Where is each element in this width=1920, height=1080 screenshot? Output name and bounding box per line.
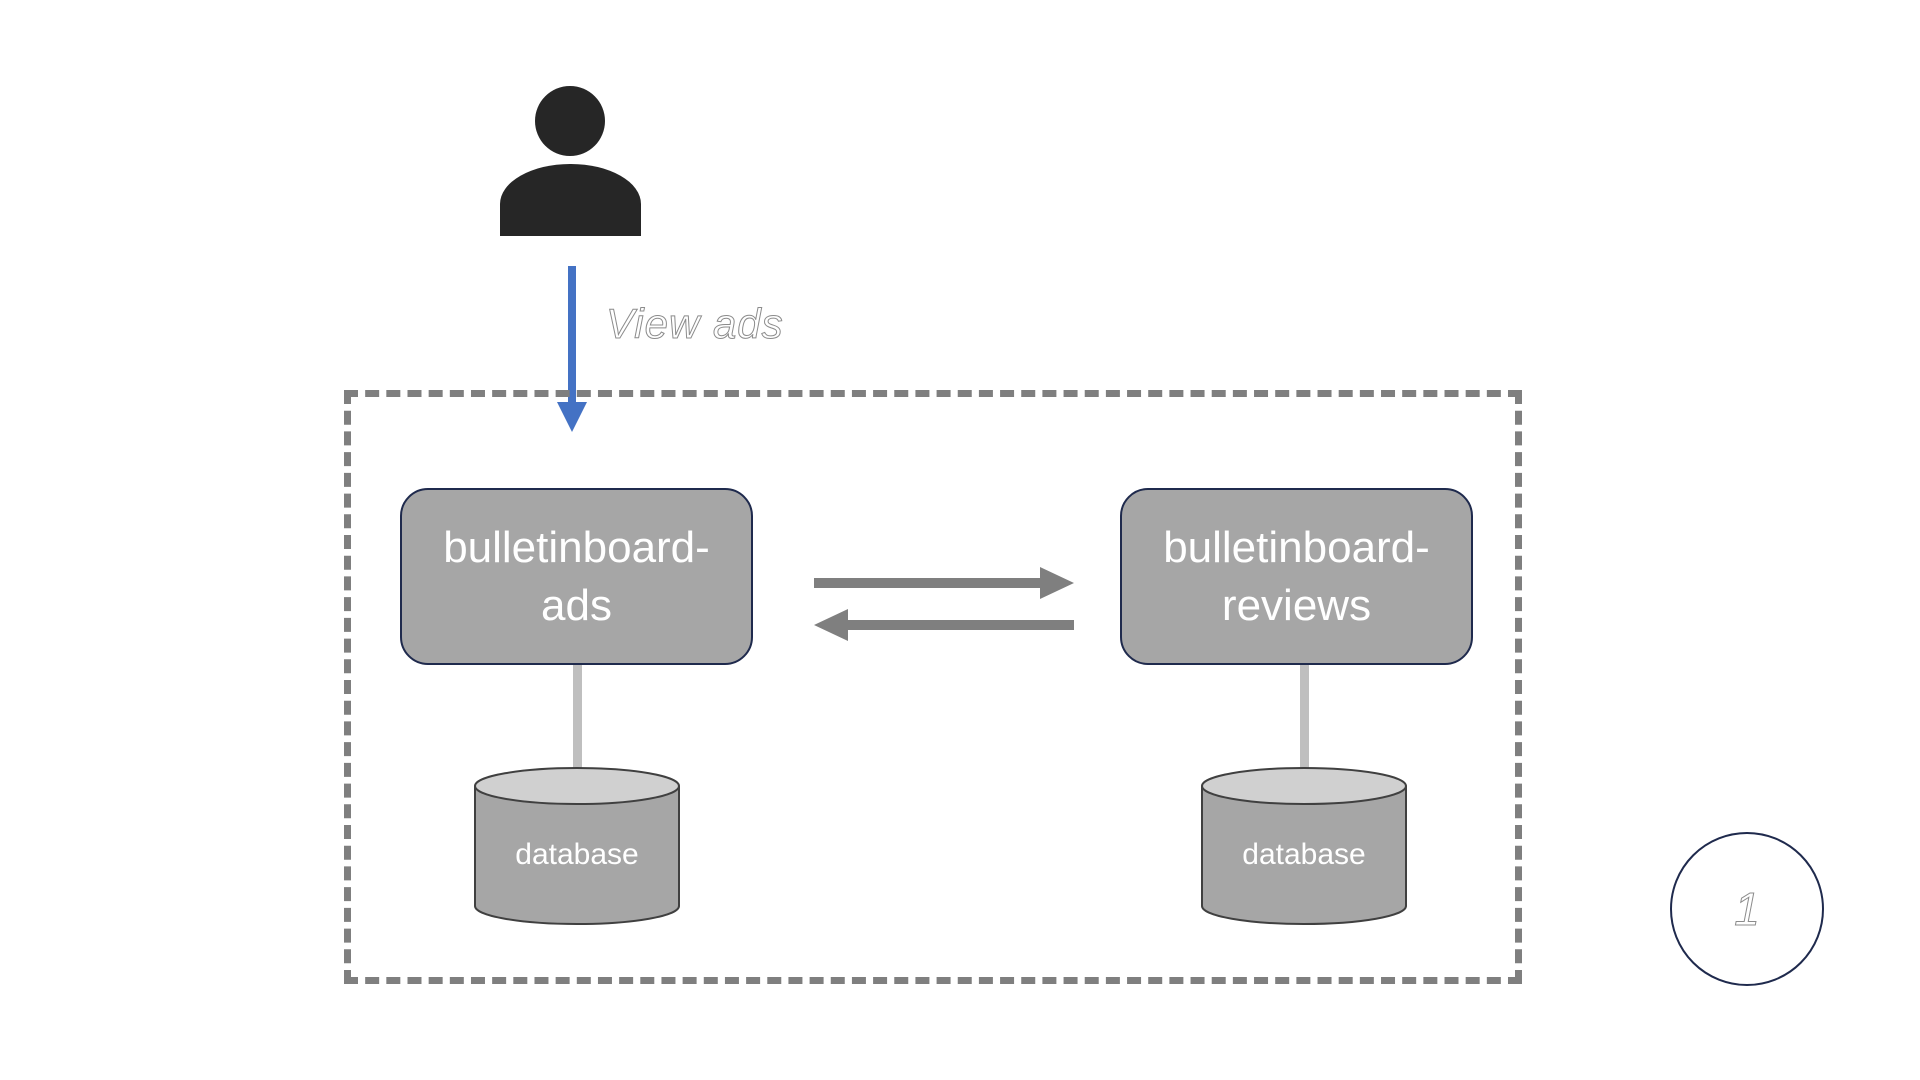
system-boundary: [344, 390, 1522, 984]
ads-database: database: [472, 766, 682, 926]
ads-database-label: database: [515, 838, 639, 871]
arrow-ads-to-reviews: [814, 567, 1074, 599]
person-icon: [500, 86, 641, 236]
person-head: [535, 86, 605, 156]
service-reviews-box: bulletinboard-reviews: [1120, 488, 1473, 665]
service-ads-box: bulletinboard-ads: [400, 488, 753, 665]
ads-db-connector: [573, 665, 582, 773]
request-label: View ads: [606, 300, 784, 348]
reviews-database-label: database: [1242, 838, 1366, 871]
step-number: 1: [1734, 883, 1761, 936]
database-cylinder-icon: [1201, 767, 1407, 925]
request-arrow: [557, 266, 587, 432]
reviews-database: database: [1199, 766, 1409, 926]
person-body: [500, 164, 641, 236]
reviews-db-connector: [1300, 665, 1309, 773]
arrow-reviews-to-ads: [814, 609, 1074, 641]
service-reviews-label: bulletinboard-reviews: [1163, 522, 1430, 630]
step-indicator: 1: [1670, 832, 1824, 986]
bidirectional-arrows: [814, 567, 1074, 641]
service-ads-label: bulletinboard-ads: [443, 522, 710, 630]
database-cylinder-icon: [474, 767, 680, 925]
